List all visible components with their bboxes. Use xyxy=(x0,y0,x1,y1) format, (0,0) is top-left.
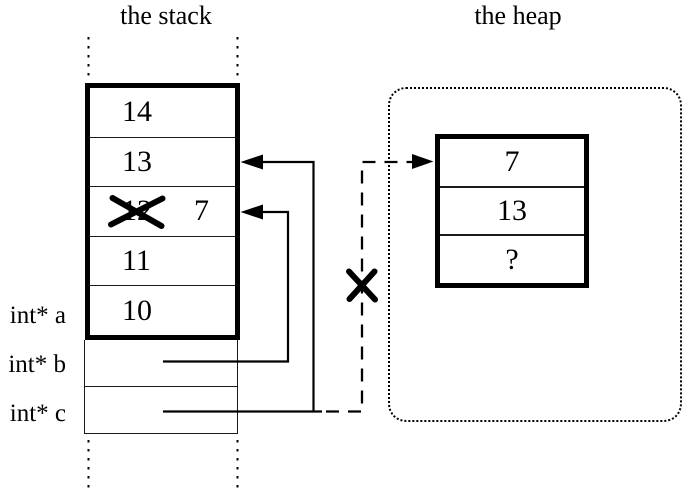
stack-cell: 13 xyxy=(90,136,235,187)
heap-title: the heap xyxy=(474,1,562,30)
heap-block: 7 13 ? xyxy=(435,134,589,288)
stack-cell: 11 xyxy=(90,235,235,286)
stack-cell-c xyxy=(85,387,237,433)
pointer-b-arrowhead-icon xyxy=(240,204,263,220)
stack-pointer-cells xyxy=(84,340,238,434)
stack-cell-overwritten: 12 7 xyxy=(90,186,235,236)
stack-frame-box: 14 13 12 7 11 10 xyxy=(85,83,240,340)
heap-cell: 13 xyxy=(440,185,584,235)
invalid-pointer-x-icon xyxy=(346,268,378,303)
stack-cell-value: 14 xyxy=(122,95,152,129)
stack-boundary-dotted-line-top xyxy=(87,37,239,82)
heap-cell-value: ? xyxy=(505,242,519,276)
stack-cell-value: 13 xyxy=(122,144,152,178)
heap-cell: 7 xyxy=(440,139,584,186)
stack-cell: 14 xyxy=(90,88,235,137)
heap-cell: ? xyxy=(440,234,584,283)
stack-boundary-dotted-line-bottom xyxy=(87,440,239,489)
label-int-c: int* c xyxy=(9,400,66,427)
stack-cell-value: 10 xyxy=(122,293,152,327)
pointer-c-arrowhead-icon xyxy=(240,154,263,170)
stack-cell: 10 xyxy=(90,285,235,335)
new-value: 7 xyxy=(194,194,209,228)
stack-title: the stack xyxy=(120,1,212,30)
heap-cell-value: 7 xyxy=(504,145,520,179)
crossed-out-value: 12 xyxy=(122,194,152,228)
stack-cell-b xyxy=(85,340,237,387)
stack-cell-value: 11 xyxy=(122,244,151,278)
label-int-b: int* b xyxy=(8,351,66,378)
heap-cell-value: 13 xyxy=(497,194,527,227)
label-int-a: int* a xyxy=(9,302,66,329)
